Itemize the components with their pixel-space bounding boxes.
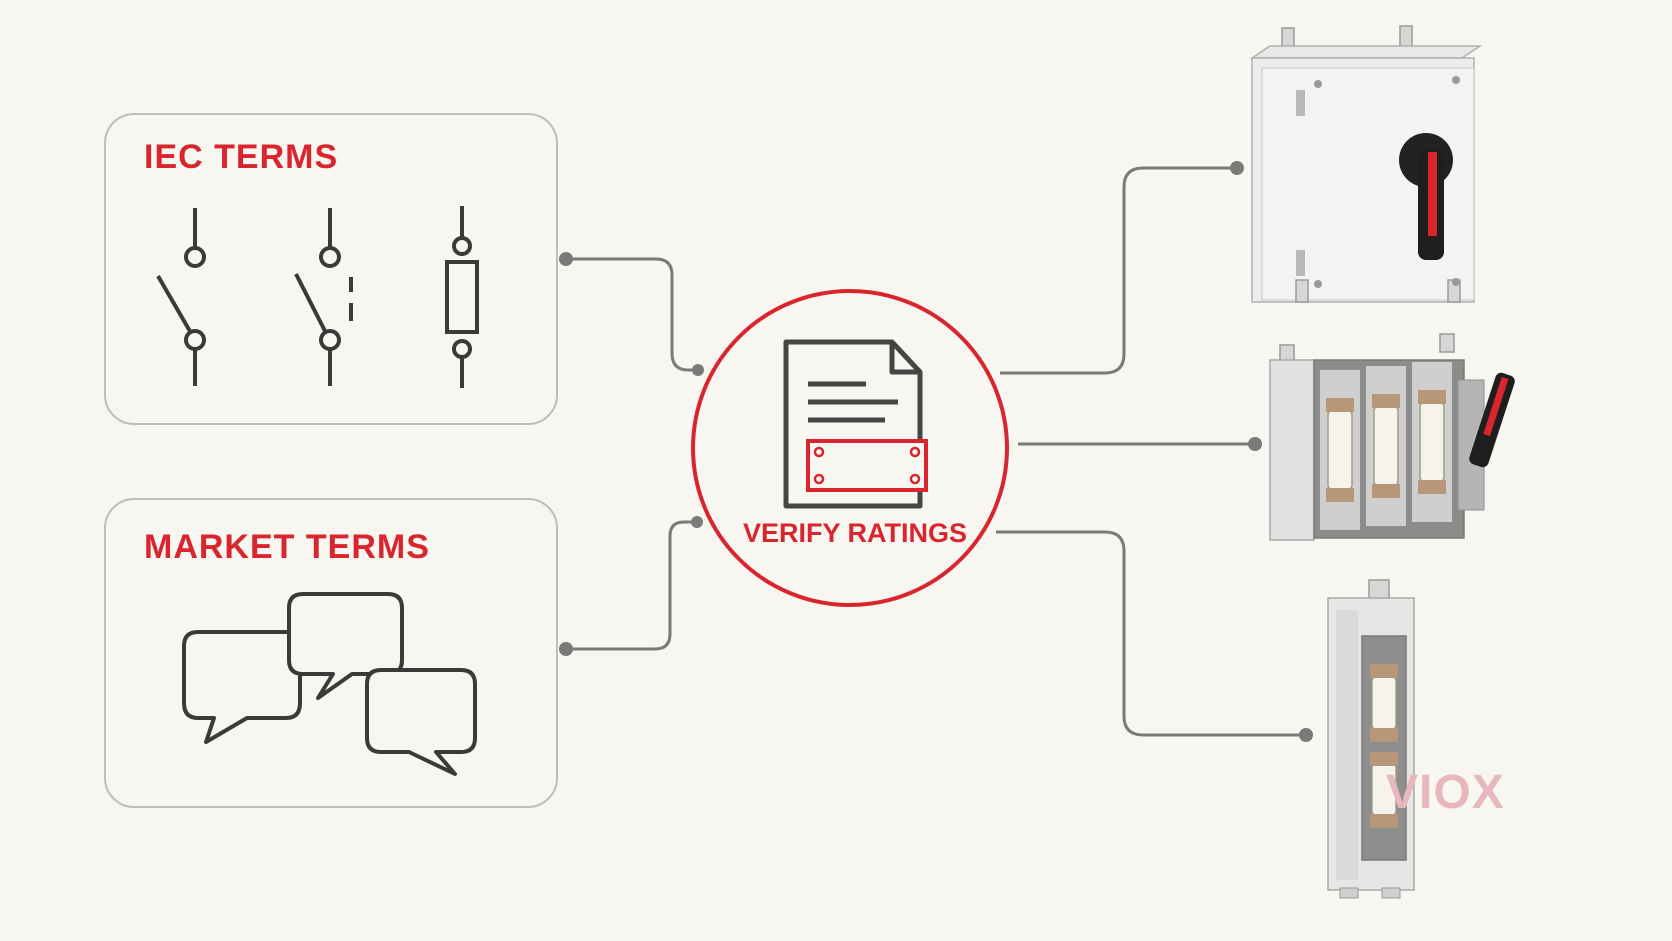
market-terms-title: MARKET TERMS bbox=[144, 528, 430, 566]
document-nameplate-icon bbox=[783, 339, 928, 509]
speech-bubble-icon bbox=[182, 630, 302, 744]
open-fuse-switch-disconnector bbox=[1269, 333, 1515, 541]
iec-terms-box bbox=[104, 113, 558, 425]
market-terms-box bbox=[104, 498, 558, 808]
speech-bubble-icon bbox=[365, 668, 477, 776]
iec-terms-title: IEC TERMS bbox=[144, 138, 339, 176]
vertical-fuse-switch bbox=[1327, 579, 1415, 899]
fuse-symbol bbox=[445, 206, 479, 388]
verify-ratings-label: VERIFY RATINGS bbox=[742, 518, 968, 548]
brand-logo: VIOX bbox=[1386, 766, 1505, 819]
disconnector-symbol bbox=[294, 208, 353, 386]
switch-symbol bbox=[156, 208, 206, 386]
connector-dots bbox=[559, 161, 1313, 742]
enclosed-disconnect-switch bbox=[1249, 25, 1483, 303]
connector-lines bbox=[566, 166, 1306, 737]
